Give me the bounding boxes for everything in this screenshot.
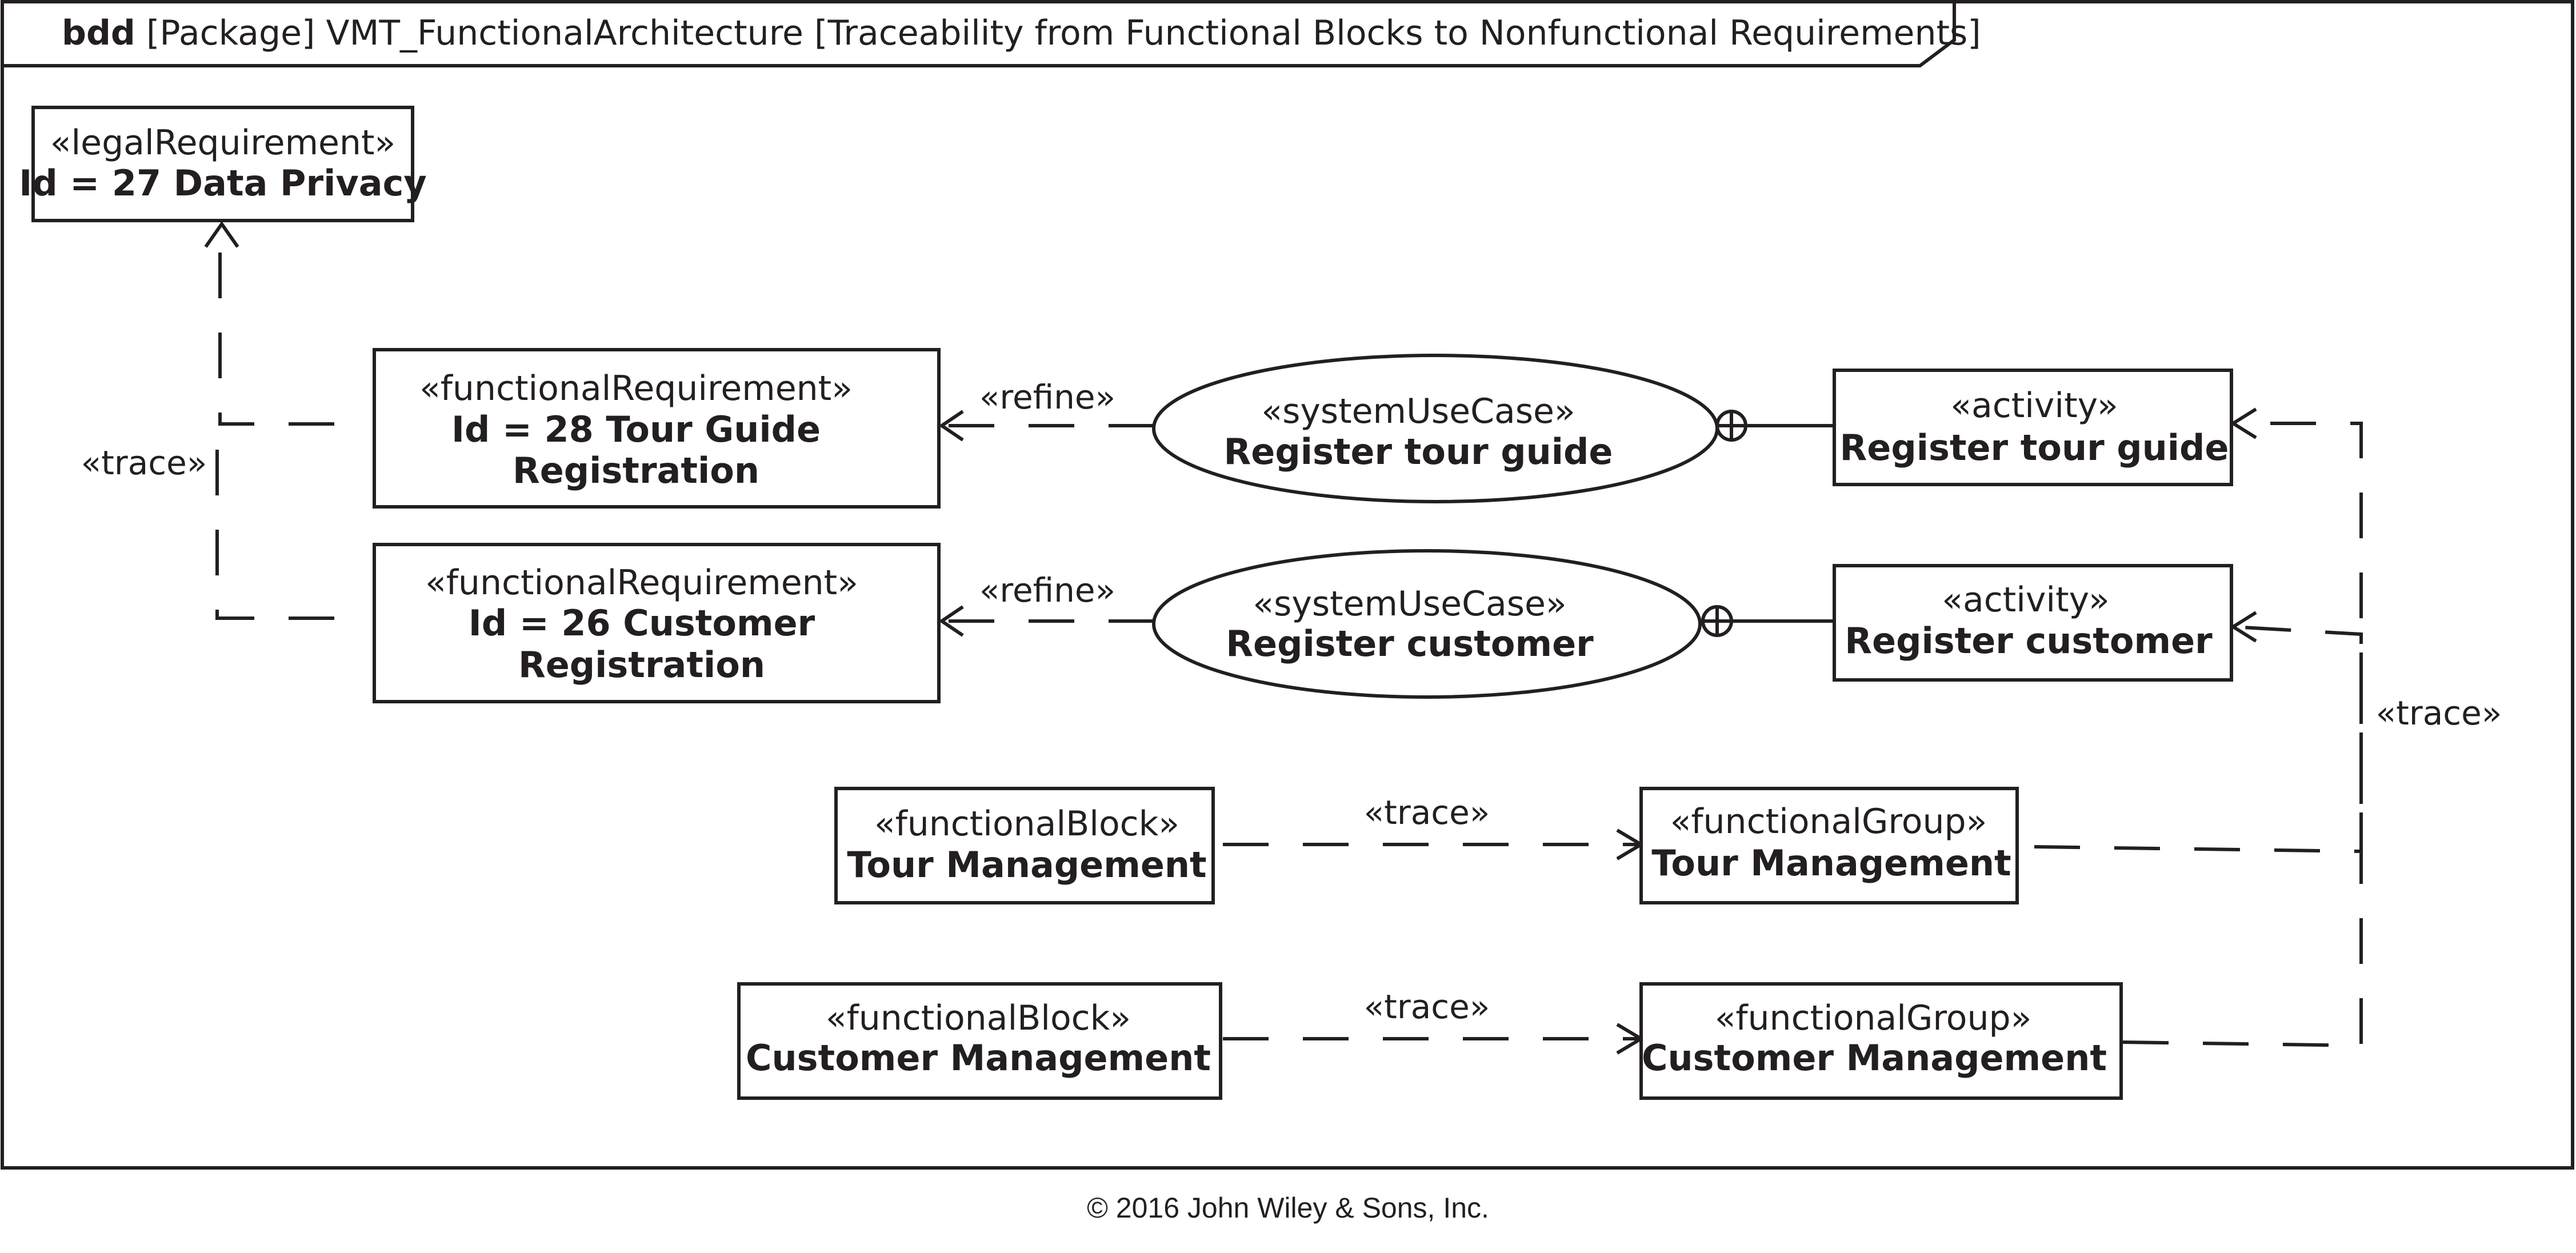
legal-requirement-name: Id = 27 Data Privacy [19,162,426,204]
activity-tour-guide-block: «activity» Register tour guide [1833,369,2233,486]
functional-block-tour-stereotype: «functionalBlock» [874,804,1179,844]
trace-connector-group-customer [2122,625,2363,1048]
activity-customer-name: Register customer [1845,620,2213,662]
usecase-tour-guide: «systemUseCase» Register tour guide [1152,354,1719,503]
functional-block-tour-block: «functionalBlock» Tour Management [834,787,1215,904]
legal-requirement-stereotype: «legalRequirement» [50,123,395,163]
refine-label-tour: «refine» [979,378,1115,417]
usecase-customer-stereotype: «systemUseCase» [1253,584,1566,624]
trace-label-right: «trace» [2376,694,2502,732]
frame-tab [2,2,1956,67]
functional-requirement-26-block: «functionalRequirement» Id = 26 Customer… [373,543,941,703]
functional-block-customer-name: Customer Management [746,1037,1211,1079]
copyright-notice: © 2016 John Wiley & Sons, Inc. [1087,1192,1489,1224]
frame-header-title: [Package] VMT_FunctionalArchitecture [Tr… [146,13,1981,53]
usecase-customer: «systemUseCase» Register customer [1152,549,1702,699]
functional-block-tour-box [834,787,1215,904]
functional-requirement-26-box [373,543,941,703]
functional-group-tour-name: Tour Management [1651,842,2011,884]
trace-connector-group-tour [2034,422,2363,854]
usecase-tour-guide-ellipse [1152,354,1719,503]
trace-label-customer-blocks: «trace» [1364,987,1490,1026]
activity-tour-guide-box [1833,369,2233,486]
usecase-tour-guide-name: Register tour guide [1224,431,1613,473]
activity-customer-block: «activity» Register customer [1833,564,2233,682]
functional-requirement-28-block: «functionalRequirement» Id = 28 Tour Gui… [373,348,941,509]
refine-arrowhead-customer [938,605,964,637]
frame-kind: bdd [62,13,135,53]
functional-block-customer-stereotype: «functionalBlock» [826,998,1131,1038]
usecase-tour-guide-stereotype: «systemUseCase» [1261,391,1575,431]
functional-group-customer-box [1639,982,2123,1100]
functional-requirement-26-name-line2: Registration [518,644,765,686]
trace-connector-req26 [215,424,334,620]
functional-group-customer-name: Customer Management [1642,1037,2107,1079]
functional-group-tour-box [1639,787,2019,904]
legal-requirement-box [31,106,414,222]
activity-tour-guide-name: Register tour guide [1840,427,2229,469]
trace-label-left: «trace» [81,443,207,482]
functional-requirement-28-name-line1: Id = 28 Tour Guide [451,409,821,450]
usecase-customer-name: Register customer [1226,623,1594,664]
legal-requirement-block: «legalRequirement» Id = 27 Data Privacy [19,106,427,222]
functional-requirement-28-box [373,348,941,509]
trace-connector-req28 [218,227,334,426]
functional-group-customer-block: «functionalGroup» Customer Management [1639,982,2123,1100]
connector-labels: «trace» «refine» «refine» «trace» «trace… [81,378,2502,1026]
functional-requirement-26-name-line1: Id = 26 Customer [469,602,815,644]
functional-block-customer-block: «functionalBlock» Customer Management [737,982,1222,1100]
functional-group-tour-stereotype: «functionalGroup» [1670,802,1987,842]
functional-group-tour-block: «functionalGroup» Tour Management [1639,787,2019,904]
activity-tour-guide-stereotype: «activity» [1950,386,2118,426]
trace-label-tour-blocks: «trace» [1364,793,1490,832]
frame-border [1,0,2574,1170]
functional-block-tour-name: Tour Management [847,844,1206,886]
functional-requirement-26-stereotype: «functionalRequirement» [425,563,858,603]
trace-arrowhead-legal [204,221,239,248]
frame-header: bdd [Package] VMT_FunctionalArchitecture… [62,13,1981,53]
refine-arrowhead-tour [938,410,964,442]
trace-arrowhead-activity-tour [2230,407,2257,439]
functional-requirement-28-stereotype: «functionalRequirement» [419,369,853,409]
refine-label-customer: «refine» [979,571,1115,610]
functional-block-customer-box [737,982,1222,1100]
connectors [204,221,2363,1055]
functional-group-customer-stereotype: «functionalGroup» [1715,998,2032,1038]
diagram-frame: bdd [Package] VMT_FunctionalArchitecture… [1,0,2574,1170]
usecase-customer-ellipse [1152,549,1702,699]
activity-customer-stereotype: «activity» [1942,580,2110,620]
activity-customer-box [1833,564,2233,682]
functional-requirement-28-name-line2: Registration [513,450,759,491]
